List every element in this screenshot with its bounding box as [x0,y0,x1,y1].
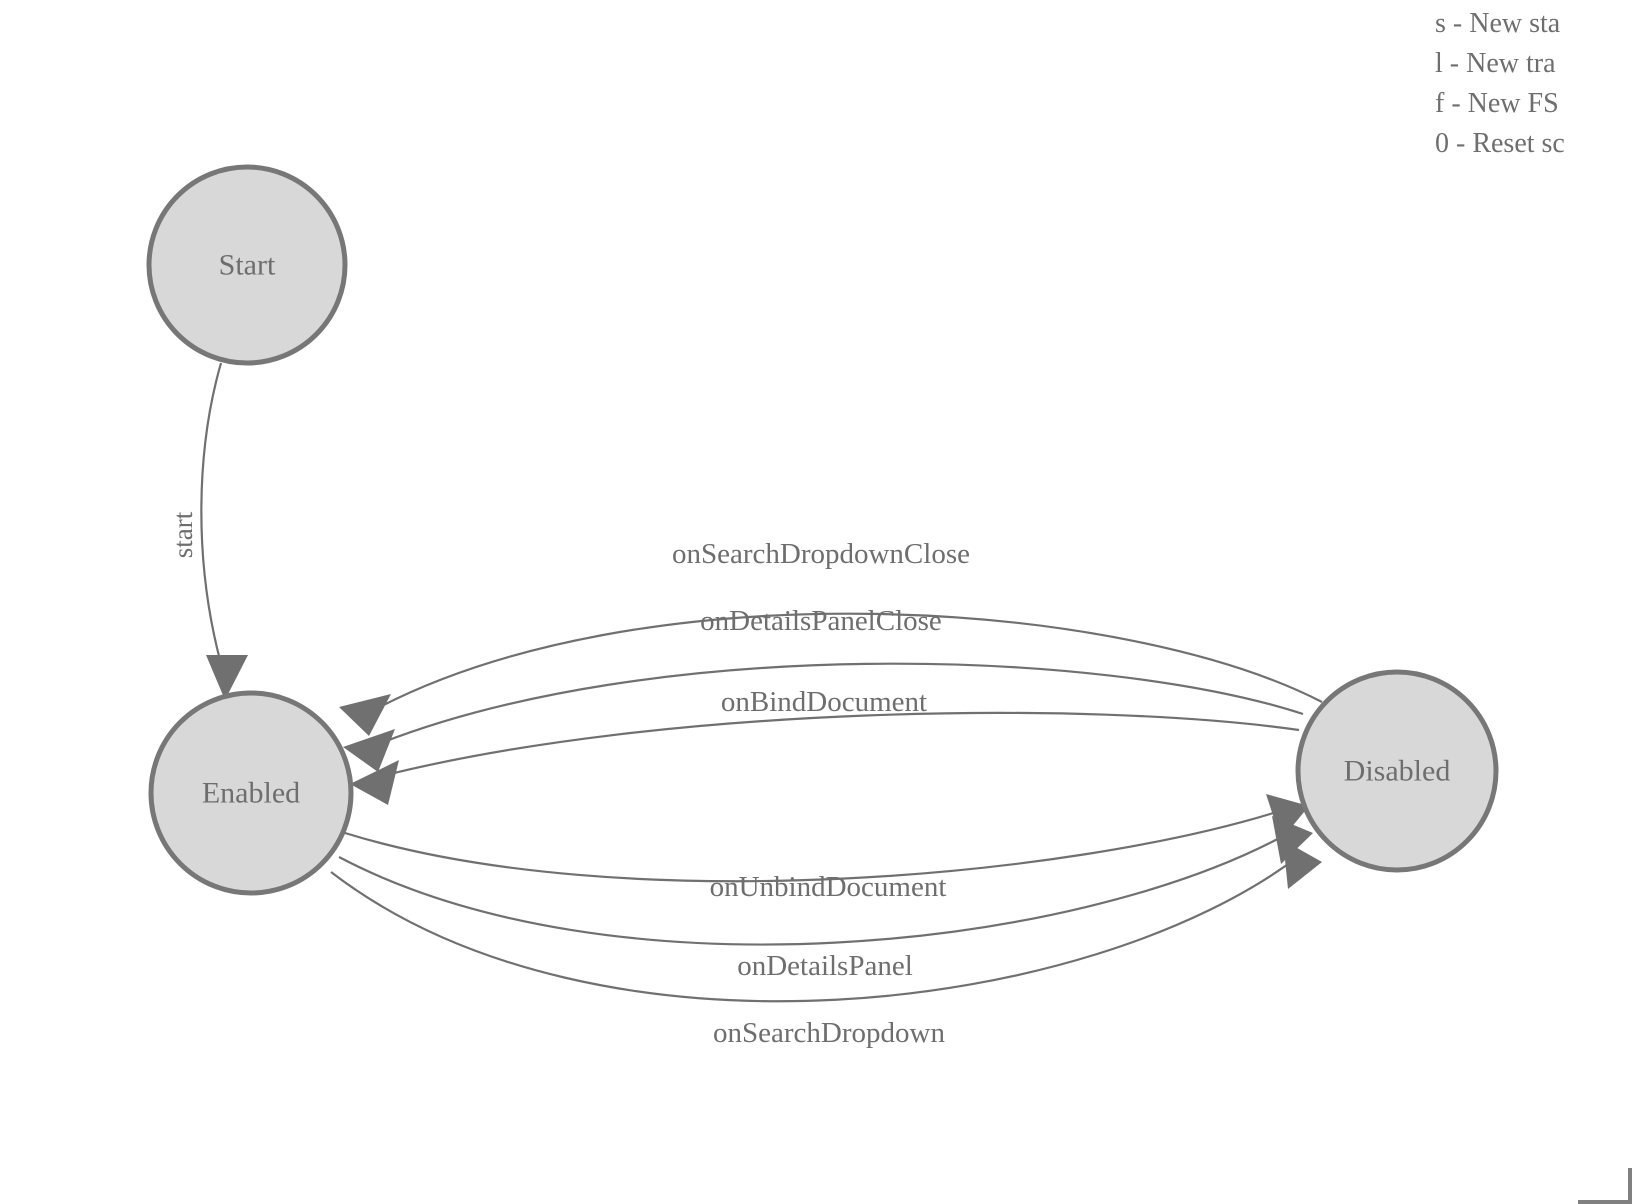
state-node-enabled[interactable]: Enabled [148,690,354,896]
transition-label-onbinddocument: onBindDocument [721,686,927,718]
arrow-head-icon [339,694,391,736]
arrow-head-icon [206,655,248,700]
help-line-new-fsm: f - New FS [1435,88,1559,119]
state-node-label: Disabled [1344,755,1451,788]
transition-enabled-to-disabled-detailspanel[interactable] [338,816,1313,946]
transition-start-to-enabled[interactable] [200,362,248,700]
transition-enabled-to-disabled-unbinddocument[interactable] [344,794,1309,883]
transition-edge-path[interactable] [200,362,223,661]
state-node-label: Start [219,249,276,282]
arrow-head-icon [343,729,395,772]
transition-disabled-to-enabled-detailspanelclose[interactable] [343,662,1304,772]
transition-label-onsearchdropdown: onSearchDropdown [713,1017,945,1049]
transition-edge-path[interactable] [371,612,1323,712]
keyboard-help-overlay: s - New sta l - New tra f - New FS 0 - R… [1427,0,1632,164]
transition-edge-path[interactable] [375,662,1304,747]
transition-disabled-to-enabled-binddocument[interactable] [350,711,1300,805]
transition-edge-path[interactable] [381,711,1300,778]
transition-label-ondetailspanelclose: onDetailsPanelClose [700,605,942,637]
transition-enabled-to-disabled-searchdropdown[interactable] [330,840,1322,1003]
transition-label-ondetailspanel: onDetailsPanel [737,950,913,982]
help-line-reset-scale: 0 - Reset sc [1435,128,1565,159]
state-node-start[interactable]: Start [146,164,348,366]
transition-edge-path[interactable] [344,808,1284,883]
transition-edge-path[interactable] [338,833,1288,946]
canvas-frame-corner [1578,1168,1632,1204]
state-node-label: Enabled [202,777,300,810]
help-line-new-transition: l - New tra [1435,48,1556,79]
state-node-circle[interactable] [148,690,354,896]
transition-disabled-to-enabled-searchdropdownclose[interactable] [339,612,1323,736]
state-node-disabled[interactable]: Disabled [1295,669,1499,873]
state-node-circle[interactable] [146,164,348,366]
transition-label-onsearchdropdownclose: onSearchDropdownClose [672,538,970,570]
arrow-head-icon [1283,840,1322,889]
transition-edge-path[interactable] [330,855,1300,1003]
help-line-new-state: s - New sta [1435,8,1561,39]
arrow-head-icon [1272,816,1313,864]
state-node-circle[interactable] [1295,669,1499,873]
arrow-head-icon [350,760,399,805]
transition-label-onunbinddocument: onUnbindDocument [710,871,947,903]
transition-label-start: start [168,511,198,558]
arrow-head-icon [1266,794,1309,840]
